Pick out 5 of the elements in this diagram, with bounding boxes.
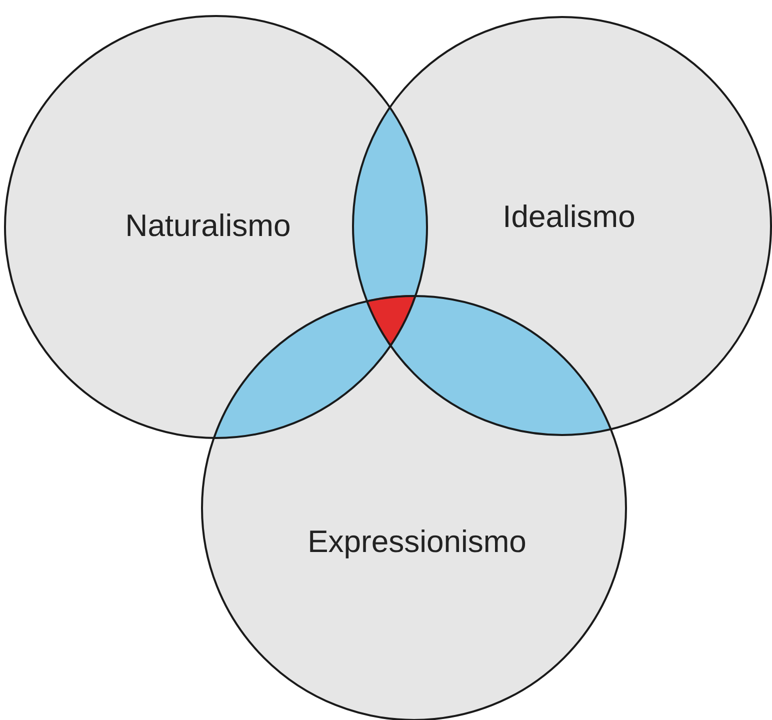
set-label: Expressionismo bbox=[308, 524, 526, 560]
set-circle bbox=[4, 15, 428, 439]
set-label: Naturalismo bbox=[125, 208, 291, 244]
set-circle bbox=[352, 16, 772, 436]
set-label: Idealismo bbox=[502, 199, 636, 235]
